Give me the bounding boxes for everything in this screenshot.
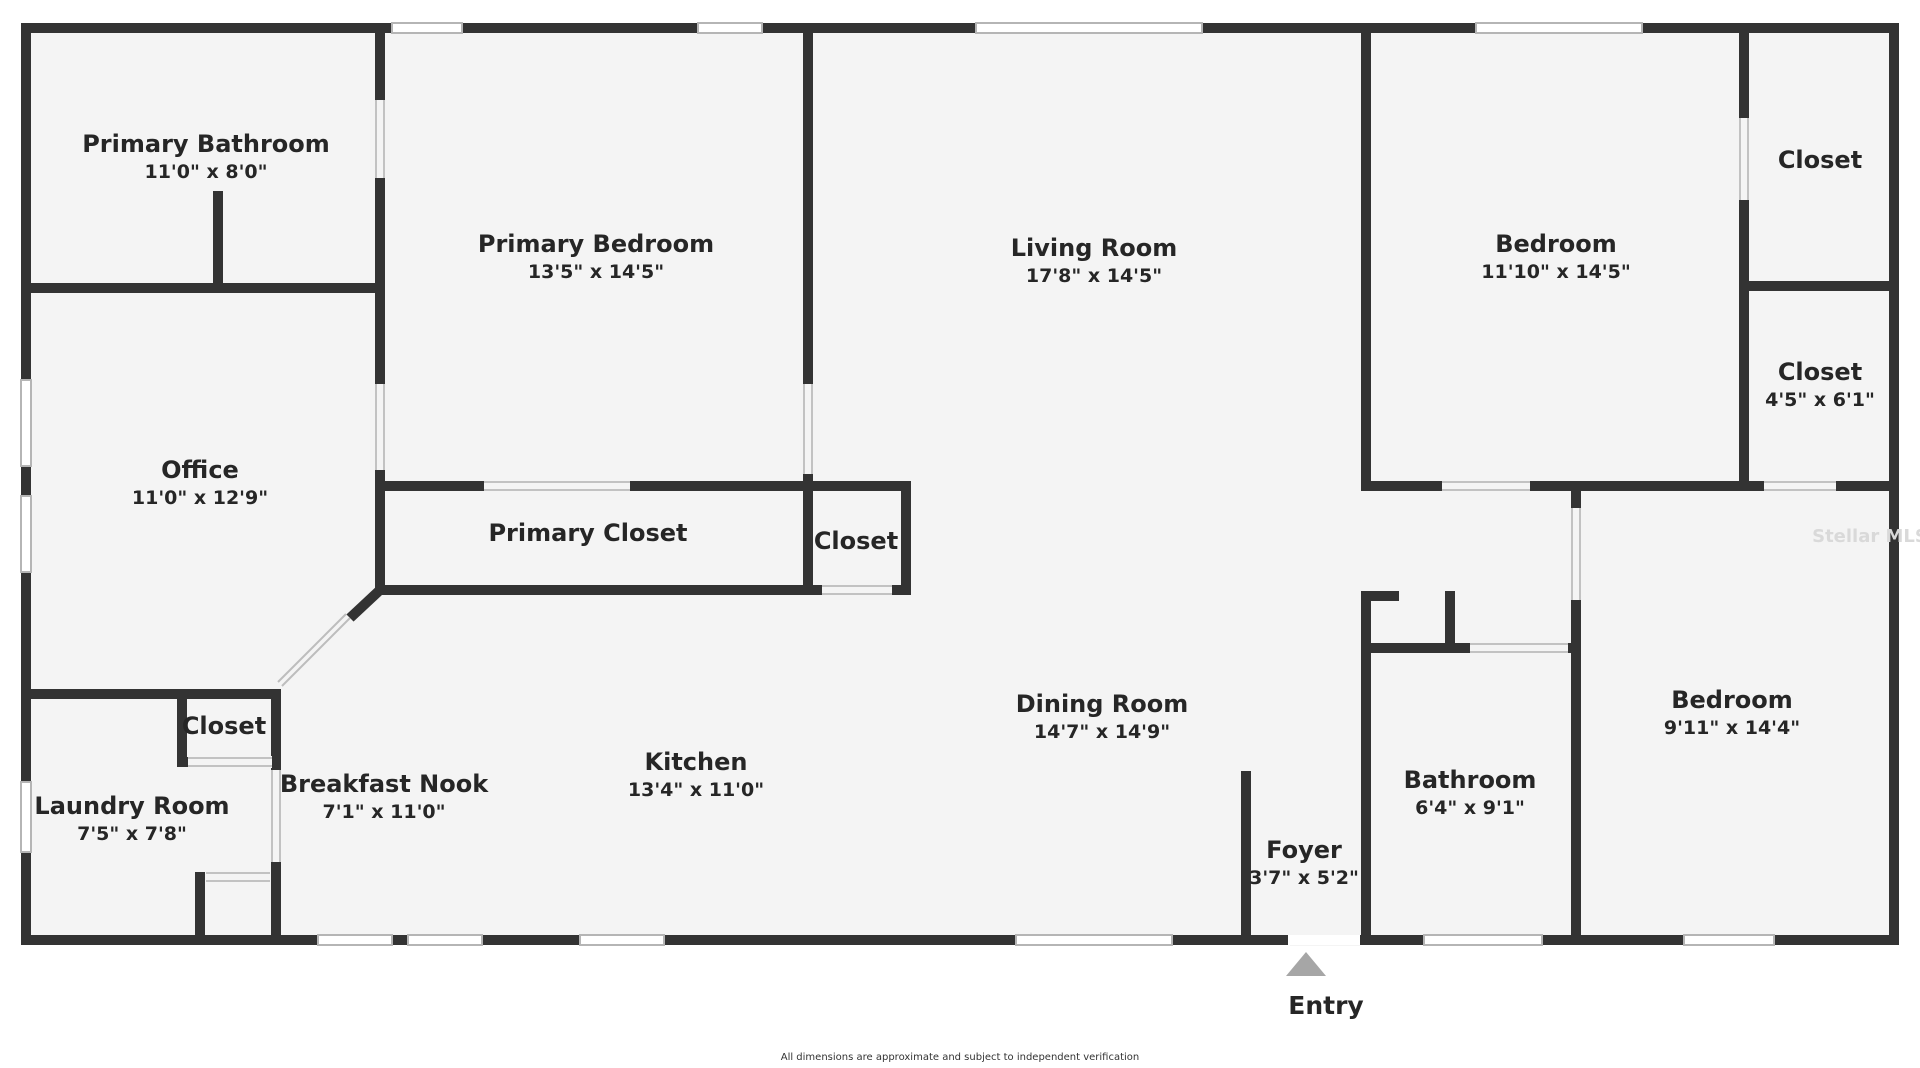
room-name: Primary Bathroom xyxy=(82,130,330,158)
room-primary-bathroom: Primary Bathroom 11'0" x 8'0" xyxy=(82,130,330,183)
room-dimensions: 17'8" x 14'5" xyxy=(1026,265,1162,287)
room-laundry-room: Laundry Room 7'5" x 7'8" xyxy=(34,792,229,845)
disclaimer-text: All dimensions are approximate and subje… xyxy=(781,1052,1140,1063)
room-closet-top-right: Closet xyxy=(1778,146,1862,174)
room-closet-laundry: Closet xyxy=(182,712,266,740)
room-name: Breakfast Nook xyxy=(280,770,489,798)
room-bedroom-1: Bedroom 11'10" x 14'5" xyxy=(1481,230,1630,283)
room-name: Office xyxy=(161,456,239,484)
room-name: Closet xyxy=(1778,358,1862,386)
room-dining-room: Dining Room 14'7" x 14'9" xyxy=(1016,690,1189,743)
room-dimensions: 11'0" x 8'0" xyxy=(144,161,267,183)
room-name: Closet xyxy=(814,527,898,555)
room-foyer: Foyer 3'7" x 5'2" xyxy=(1249,836,1359,889)
room-name: Closet xyxy=(1778,146,1862,174)
room-name: Living Room xyxy=(1011,234,1177,262)
room-bathroom: Bathroom 6'4" x 9'1" xyxy=(1404,766,1537,819)
room-name: Foyer xyxy=(1266,836,1342,864)
openings xyxy=(188,100,1836,946)
room-dimensions: 7'1" x 11'0" xyxy=(322,801,445,823)
room-dimensions: 13'5" x 14'5" xyxy=(528,261,664,283)
room-closet-center: Closet xyxy=(814,527,898,555)
windows xyxy=(20,22,1775,946)
room-office: Office 11'0" x 12'9" xyxy=(132,456,268,509)
room-closet-right: Closet 4'5" x 6'1" xyxy=(1765,358,1875,411)
room-name: Closet xyxy=(182,712,266,740)
room-dimensions: 9'11" x 14'4" xyxy=(1664,717,1800,739)
room-dimensions: 3'7" x 5'2" xyxy=(1249,867,1359,889)
door-thresholds xyxy=(188,100,1836,882)
room-dimensions: 6'4" x 9'1" xyxy=(1415,797,1525,819)
front-door xyxy=(1288,935,1360,945)
room-name: Primary Closet xyxy=(488,519,687,547)
room-dimensions: 11'0" x 12'9" xyxy=(132,487,268,509)
room-kitchen: Kitchen 13'4" x 11'0" xyxy=(628,748,764,801)
room-name: Primary Bedroom xyxy=(478,230,714,258)
room-name: Dining Room xyxy=(1016,690,1189,718)
room-dimensions: 11'10" x 14'5" xyxy=(1481,261,1630,283)
room-primary-closet: Primary Closet xyxy=(488,519,687,547)
room-labels: Primary Bathroom 11'0" x 8'0" Primary Be… xyxy=(34,130,1874,889)
room-name: Kitchen xyxy=(645,748,748,776)
room-bedroom-2: Bedroom 9'11" x 14'4" xyxy=(1664,686,1800,739)
room-name: Laundry Room xyxy=(34,792,229,820)
room-dimensions: 13'4" x 11'0" xyxy=(628,779,764,801)
room-breakfast-nook: Breakfast Nook 7'1" x 11'0" xyxy=(280,770,489,823)
room-name: Bedroom xyxy=(1495,230,1617,258)
room-living-room: Living Room 17'8" x 14'5" xyxy=(1011,234,1177,287)
room-name: Bathroom xyxy=(1404,766,1537,794)
room-name: Bedroom xyxy=(1671,686,1793,714)
room-dimensions: 14'7" x 14'9" xyxy=(1034,721,1170,743)
room-dimensions: 7'5" x 7'8" xyxy=(77,823,187,845)
entry-arrow-icon xyxy=(1286,952,1326,976)
entry-label: Entry xyxy=(1288,991,1363,1020)
room-dimensions: 4'5" x 6'1" xyxy=(1765,389,1875,411)
watermark-logo: Stellar MLS xyxy=(1812,526,1920,547)
room-primary-bedroom: Primary Bedroom 13'5" x 14'5" xyxy=(478,230,714,283)
